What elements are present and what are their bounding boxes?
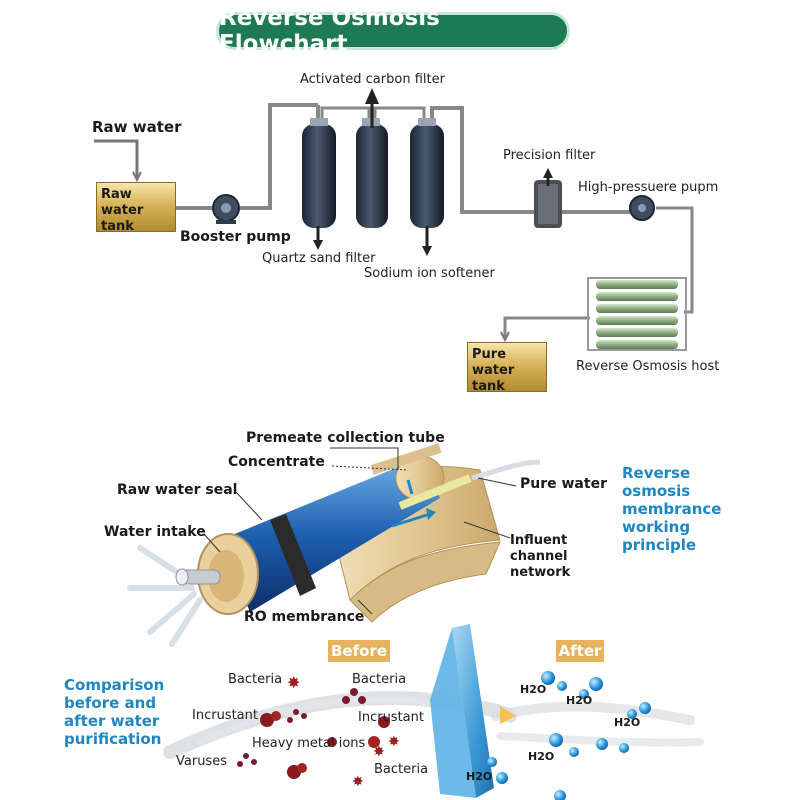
water-intake-label: Water intake (104, 524, 206, 540)
permeate-collection-tube-label: Premeate collection tube (246, 430, 445, 446)
raw-water-tank: Raw water tank (96, 182, 176, 234)
bacteria-label-3: Bacteria (374, 762, 429, 777)
concentrate-label: Concentrate (228, 454, 325, 470)
quartz-sand-filter-tank (302, 118, 336, 250)
h2o-label-4: H2O (528, 750, 555, 763)
after-tag: After (556, 640, 604, 662)
sodium-ion-softener-label: Sodium ion softener (364, 266, 495, 281)
filters-to-precision-pipe (430, 106, 534, 214)
leader-pure-water (477, 477, 517, 487)
svg-text:✸: ✸ (352, 774, 364, 790)
activated-carbon-filter-tank (356, 88, 388, 228)
leader-permeate (330, 447, 399, 470)
sodium-ion-softener-tank (410, 118, 444, 256)
comparison-illustration: ✸ ✸ ✸ ✸ (163, 624, 704, 800)
reverse-osmosis-host-label: Reverse Osmosis host (576, 359, 720, 374)
activated-carbon-filter-label: Activated carbon filter (300, 72, 445, 87)
filter-link-pipe-1 (320, 106, 371, 124)
leader-water-intake (203, 533, 221, 553)
raw-water-pipe (94, 139, 139, 178)
leader-raw-seal (235, 491, 263, 521)
precision-filter-icon (534, 168, 562, 228)
high-pressure-pump-icon (629, 195, 655, 221)
influent-channel-network-label: Influent channel network (510, 533, 571, 580)
comparison-title: Comparison before and after water purifi… (64, 676, 165, 748)
booster-pump-icon (212, 194, 240, 224)
ro-membrane-illustration (127, 443, 541, 647)
svg-text:✸: ✸ (388, 734, 400, 750)
pure-water-tank: Pure water tank (467, 342, 547, 394)
raw-water-label: Raw water (92, 118, 182, 136)
svg-text:✸: ✸ (373, 744, 385, 760)
incrustant-label-1: Incrustant (192, 708, 258, 723)
booster-pump-label: Booster pump (180, 229, 291, 245)
before-tag: Before (328, 640, 390, 662)
viruses-label: Varuses (176, 754, 227, 769)
ro-membrance-label: RO membrance (244, 609, 365, 625)
quartz-sand-filter-label: Quartz sand filter (262, 251, 376, 266)
h2o-label-3: H2O (614, 716, 641, 729)
h2o-label-5: H2O (466, 770, 493, 783)
pump-to-filters-pipe (240, 103, 318, 210)
ro-to-pure-pipe (503, 316, 590, 338)
filter-link-pipe-2 (373, 106, 426, 124)
h2o-label-1: H2O (520, 683, 547, 696)
h2o-label-2: H2O (566, 694, 593, 707)
principle-title: Reverse osmosis membrance working princi… (622, 464, 722, 554)
leader-ro-membrance (357, 599, 373, 615)
high-pressure-pump-label: High-pressuere pupm (578, 180, 719, 195)
precision-filter-label: Precision filter (503, 148, 596, 163)
leader-influent (463, 521, 511, 539)
svg-text:✸: ✸ (287, 673, 300, 692)
bacteria-label-2: Bacteria (352, 672, 407, 687)
hp-to-ro-pipe (656, 206, 694, 314)
incrustant-label-2: Incrustant (358, 710, 424, 725)
reverse-osmosis-host-icon (587, 277, 687, 351)
heavy-metal-ions-label: Heavy metal ions (252, 736, 366, 751)
bacteria-label-1: Bacteria (228, 672, 283, 687)
raw-water-seal-label: Raw water seal (117, 482, 238, 498)
pure-water-label: Pure water (520, 476, 607, 492)
leader-concentrate (331, 465, 409, 471)
